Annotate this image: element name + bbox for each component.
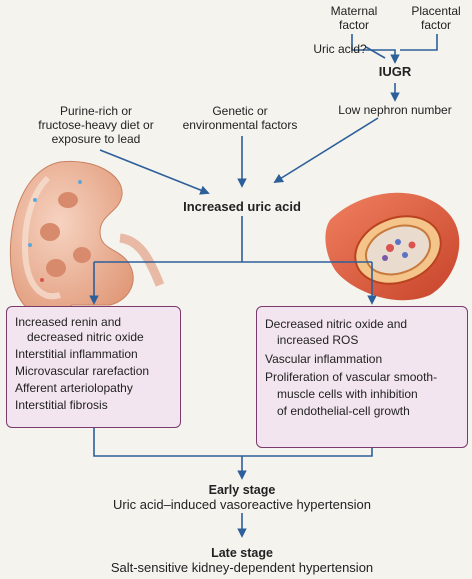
kidney-effect-item: decreased nitric oxide	[27, 330, 144, 344]
vascular-effect-item: Proliferation of vascular smooth-	[265, 370, 438, 384]
late-stage-title: Late stage	[211, 546, 273, 560]
vessel-illustration	[325, 192, 460, 301]
early-stage-description: Uric acid–induced vasoreactive hypertens…	[113, 497, 371, 512]
connector-lines	[89, 34, 438, 538]
early-stage-title: Early stage	[208, 483, 276, 497]
uric-acid-question-label: Uric acid?	[313, 42, 367, 56]
kidney-effect-item: Interstitial inflammation	[15, 347, 138, 361]
vascular-effect-item: Decreased nitric oxide and	[265, 317, 408, 331]
kidney-effect-item: Interstitial fibrosis	[15, 398, 108, 412]
vascular-effect-item: increased ROS	[277, 333, 359, 347]
vascular-effect-item: muscle cells with inhibition	[277, 387, 418, 401]
vascular-effects-box: Decreased nitric oxide and increased ROS…	[256, 306, 468, 448]
kidney-effect-item: Afferent arteriolopathy	[15, 381, 133, 395]
vascular-effect-item: of endothelial-cell growth	[277, 404, 410, 418]
iugr-label: IUGR	[378, 64, 412, 79]
kidney-effect-item: Microvascular rarefaction	[15, 364, 150, 378]
kidney-effects-box: Increased renin and decreased nitric oxi…	[6, 306, 181, 428]
kidney-illustration	[9, 160, 165, 317]
vascular-effect-item: Vascular inflammation	[265, 352, 383, 366]
increased-uric-acid-label: Increased uric acid	[183, 199, 301, 214]
late-stage-description: Salt-sensitive kidney-dependent hyperten…	[110, 560, 374, 575]
kidney-effect-item: Increased renin and	[15, 315, 122, 329]
low-nephron-number-label: Low nephron number	[338, 103, 452, 117]
